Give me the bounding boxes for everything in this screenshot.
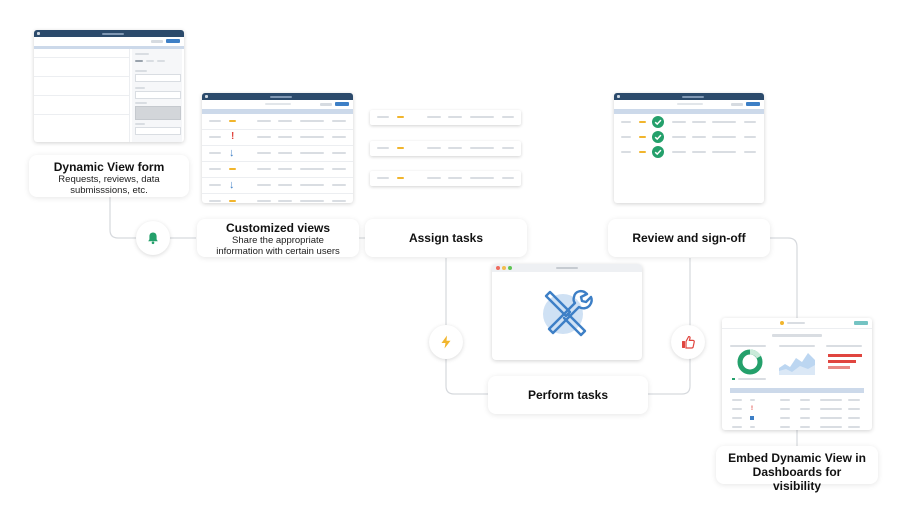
donut-chart-icon	[737, 349, 763, 375]
thumb-circle	[671, 325, 705, 359]
area-chart-icon	[779, 353, 815, 375]
form-card: Dynamic View form Requests, reviews, dat…	[29, 155, 189, 197]
task-strip-3	[370, 171, 521, 186]
bell-icon	[148, 232, 158, 245]
task-strip-1	[370, 110, 521, 125]
assign-tasks-title: Assign tasks	[408, 231, 484, 245]
review-window	[614, 93, 764, 203]
custom-views-card: Customized views Share the appropriate i…	[197, 219, 359, 257]
embed-title: Embed Dynamic View in Dashboards for vis…	[728, 451, 866, 493]
assign-tasks-card: Assign tasks	[365, 219, 527, 257]
perform-tasks-card: Perform tasks	[488, 376, 648, 414]
custom-views-title: Customized views	[225, 221, 331, 235]
review-title: Review and sign-off	[632, 231, 746, 245]
perform-window	[492, 264, 642, 360]
bolt-circle	[429, 325, 463, 359]
wrench-screwdriver-icon	[543, 289, 593, 337]
check-circle-icon	[652, 131, 664, 143]
review-card: Review and sign-off	[608, 219, 770, 257]
form-window	[34, 30, 184, 142]
dashboard-window: !	[722, 318, 872, 430]
perform-tasks-title: Perform tasks	[527, 388, 609, 402]
form-card-title: Dynamic View form	[53, 160, 165, 174]
task-strip-2	[370, 141, 521, 156]
custom-views-subtitle: Share the appropriate information with c…	[216, 235, 340, 257]
check-circle-icon	[652, 146, 664, 158]
custom-views-window: ! ↓ ↓	[202, 93, 353, 203]
thumbs-up-icon	[682, 335, 695, 349]
check-circle-icon	[652, 116, 664, 128]
lightning-icon	[441, 335, 451, 349]
bell-circle	[136, 221, 170, 255]
embed-card: Embed Dynamic View in Dashboards for vis…	[716, 446, 878, 493]
form-card-subtitle: Requests, reviews, data submisssions, et…	[58, 174, 160, 196]
